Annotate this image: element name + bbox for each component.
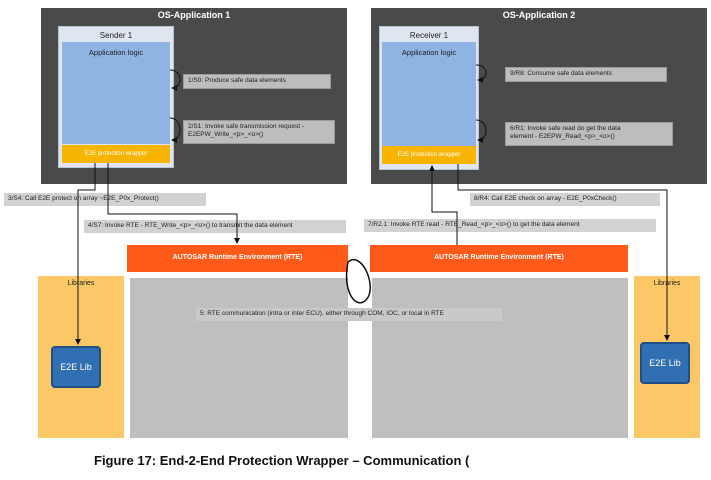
step-7-r2-label: 7/R2.1: Invoke RTE read - RTE_Read_<p>_<… (364, 219, 656, 232)
step-5-communication-label: 5: RTE communication (intra or inter ECU… (196, 308, 502, 321)
step-9-r8-label: 9/R8: Consume safe data elements (505, 67, 667, 82)
step-6-r1-label: 6/R1: Invoke safe read do get the data e… (505, 122, 673, 146)
rte-bar-right: AUTOSAR Runtime Environment (RTE) (370, 245, 628, 272)
step-8-r4-label: 8/R4: Call E2E check on array - E2E_P0xC… (470, 193, 660, 206)
figure-caption: Figure 17: End-2-End Protection Wrapper … (94, 453, 470, 468)
step-1-s0-label: 1/S0: Produce safe data elements (183, 74, 331, 89)
rte-bar-left: AUTOSAR Runtime Environment (RTE) (127, 245, 348, 272)
libraries-right-title: Libraries (653, 280, 681, 287)
step-4-s7-label: 4/S7: Invoke RTE - RTE_Write_<p>_<o>() t… (84, 220, 346, 233)
e2e-lib-left: E2E Lib (51, 346, 101, 388)
sender-e2e-wrapper: E2E protection wrapper (62, 145, 170, 163)
receiver-e2e-wrapper: E2E protection wrapper (382, 146, 476, 164)
rte-area-left (130, 278, 348, 438)
os-application-2-title: OS-Application 2 (502, 10, 576, 20)
e2e-lib-right: E2E Lib (640, 342, 690, 384)
sender-application-logic: Application logic (62, 42, 170, 144)
libraries-left-title: Libraries (67, 280, 95, 287)
rte-area-right (372, 278, 628, 438)
sender-title: Sender 1 (99, 31, 133, 40)
receiver-application-logic-label: Application logic (401, 48, 457, 57)
sender-application-logic-label: Application logic (88, 48, 144, 57)
step-2-s1-label: 2/S1: Invoke safe transmission request -… (183, 120, 335, 144)
os-application-1-title: OS-Application 1 (157, 10, 231, 20)
step-3-s4-label: 3/S4: Call E2E protect on array ~E2E_P0x… (4, 193, 206, 206)
rte-communication-arc (345, 259, 371, 304)
receiver-title: Receiver 1 (409, 31, 449, 40)
receiver-application-logic: Application logic (382, 42, 476, 146)
